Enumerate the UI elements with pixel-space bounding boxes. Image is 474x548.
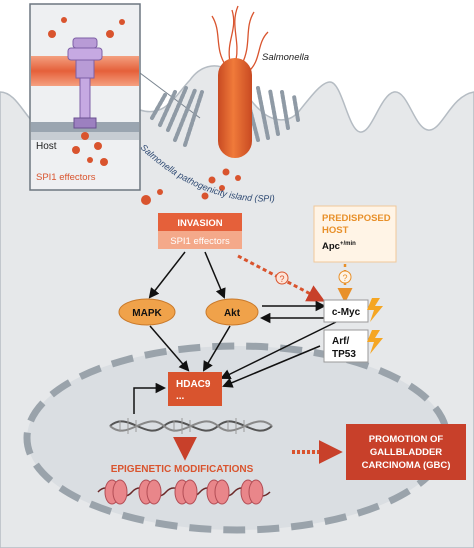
apc-label: Apc+/min <box>322 241 356 252</box>
promotion-box: PROMOTION OF GALLBLADDER CARCINOMA (GBC) <box>346 424 466 480</box>
promotion-line3: CARCINOMA (GBC) <box>362 460 451 471</box>
mapk-label: MAPK <box>132 308 162 319</box>
mapk-node <box>118 298 176 326</box>
invasion-question-mark: ? <box>279 274 284 284</box>
cmyc-box <box>323 299 369 323</box>
predisposed-line1: PREDISPOSED <box>322 213 391 224</box>
salmonella-label: Salmonella <box>262 52 309 63</box>
promotion-line1: PROMOTION OF <box>369 434 444 445</box>
arf-box <box>323 329 369 363</box>
contact-effector-stars <box>141 168 241 205</box>
akt-node <box>205 298 259 326</box>
promotion-line2: GALLBLADDER <box>370 447 442 458</box>
cmyc-label: c-Myc <box>332 307 361 318</box>
invasion-to-cmyc-arrow <box>237 254 326 302</box>
dna-helix <box>109 418 273 434</box>
predisposed-host-box: PREDISPOSED HOST Apc+/min <box>313 205 397 263</box>
apc-question-circle <box>338 270 352 284</box>
arf-line2: TP53 <box>332 349 356 360</box>
arf-line1: Arf/ <box>332 336 349 347</box>
hdac9-box <box>168 372 222 406</box>
cmyc-mutation-icon <box>367 298 383 322</box>
injectisome-inset: Host SPI1 effectors <box>29 3 141 191</box>
akt-label: Akt <box>224 308 241 319</box>
arf-mutation-icon <box>367 330 383 354</box>
promoter-arrow <box>133 382 167 414</box>
hdac9-label: HDAC9 <box>176 379 211 390</box>
chromatin <box>97 479 271 505</box>
salmonella-bacterium <box>218 58 252 158</box>
signal-arrows <box>148 251 337 388</box>
invasion-title: INVASION <box>177 218 222 229</box>
apc-question-mark: ? <box>342 273 347 283</box>
flagella <box>211 5 269 73</box>
epigenetic-label: EPIGENETIC MODIFICATIONS <box>111 464 254 475</box>
invasion-box: INVASION SPI1 effectors <box>158 213 242 249</box>
invasion-question-circle <box>275 271 289 285</box>
hdac9-ellipsis: ... <box>176 391 185 402</box>
predisposed-line2: HOST <box>322 225 349 236</box>
inset-effectors-label: SPI1 effectors <box>36 172 96 183</box>
inset-host-label: Host <box>36 141 57 152</box>
inset-effector-stars <box>48 17 125 166</box>
invasion-effectors: SPI1 effectors <box>170 236 230 247</box>
